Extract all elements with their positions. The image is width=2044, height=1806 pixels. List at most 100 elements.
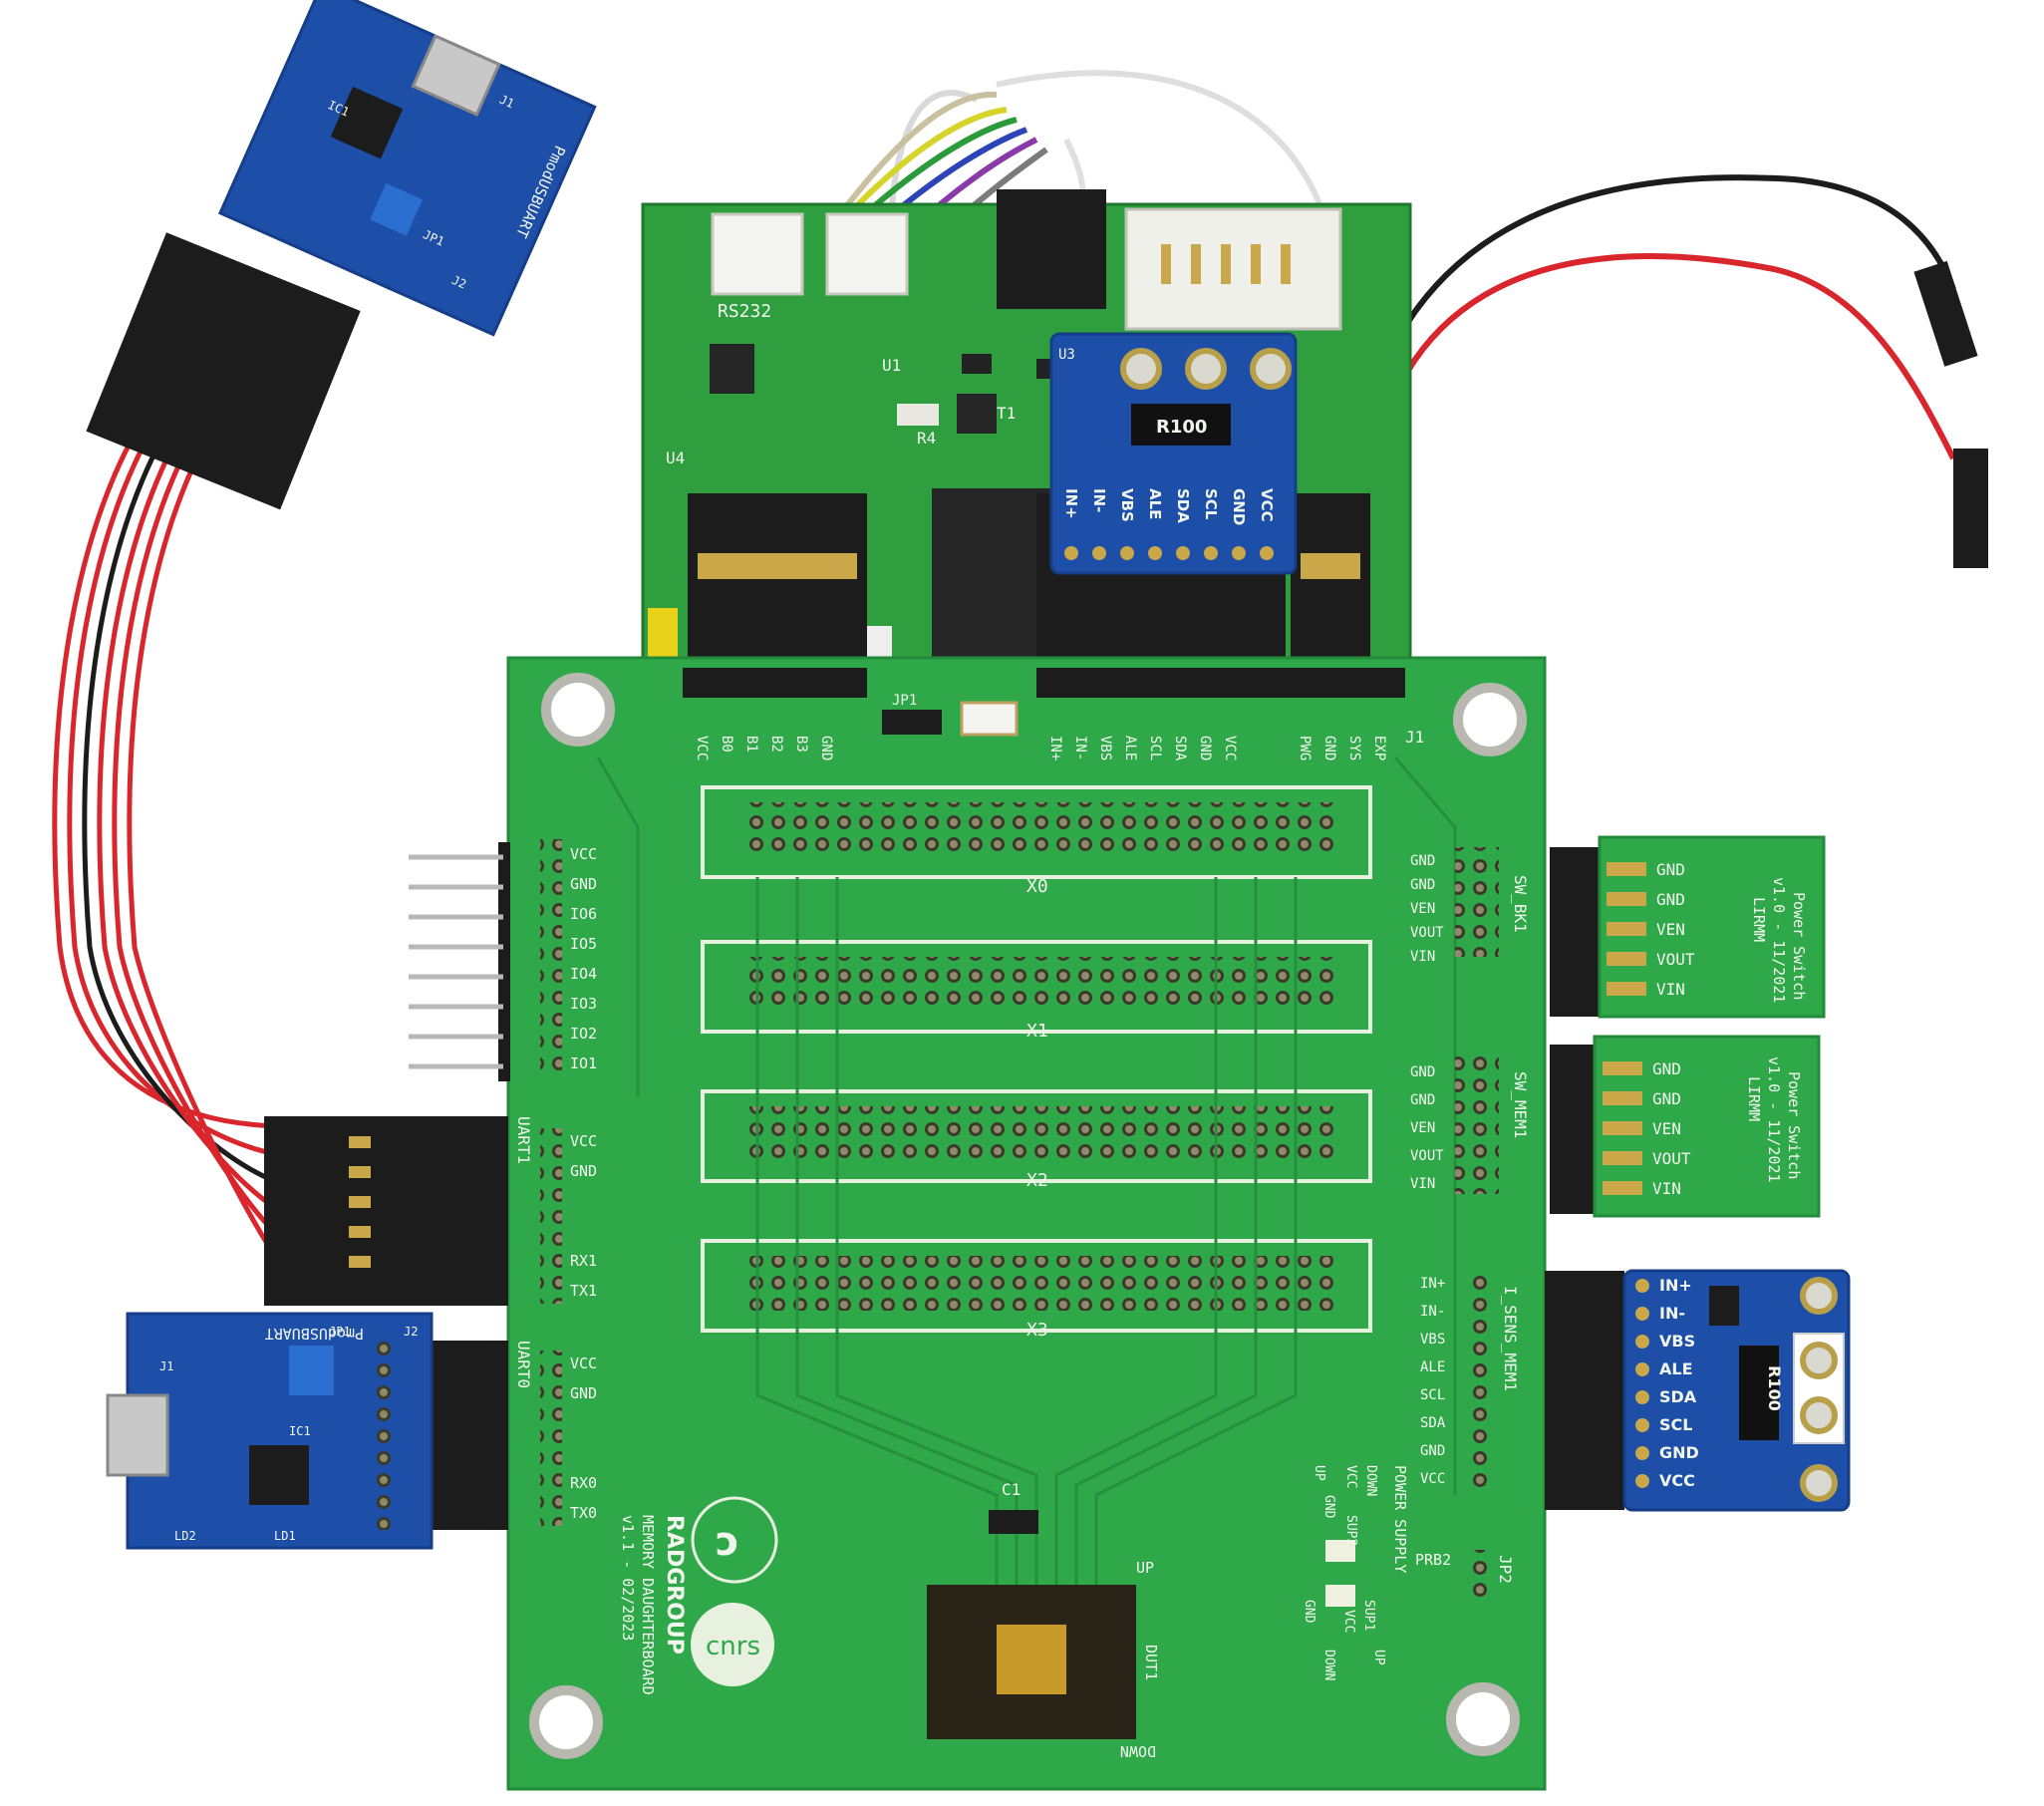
isens-pin-label: VBS [1420, 1332, 1445, 1348]
sw-bk1-pin-label: GND [1410, 853, 1435, 869]
sensor-pin-pad [1204, 546, 1218, 560]
pmod-top-j1: J1 [497, 93, 516, 112]
uart1-header [540, 1128, 562, 1304]
pmod-bottom-label: PmodUSBUART [265, 1325, 364, 1343]
top-sensor-pin-label: GND [1230, 488, 1248, 525]
isens-pin-label: IN+ [1420, 1276, 1445, 1292]
switch-pin-pad [1606, 922, 1646, 936]
sw-mem1-pin-label: VIN [1410, 1176, 1435, 1192]
io-pin-label: IO4 [570, 965, 597, 983]
ps2-title: Power Switch [1785, 1071, 1803, 1179]
red-wire-dupont-end [1953, 449, 1988, 568]
sensor-pin-pad [1635, 1335, 1649, 1349]
right-angle-pin-header [409, 842, 510, 1081]
io-pin-label: IO2 [570, 1025, 597, 1043]
x2-label: X2 [1026, 1170, 1048, 1191]
x3-label: X3 [1026, 1320, 1048, 1341]
sw-mem1-pin-label: VOUT [1410, 1148, 1444, 1164]
top-sensor-pin-label: ALE [1146, 488, 1164, 519]
sw-mem1-pin-label: GND [1410, 1092, 1435, 1108]
io-pin-label: IO5 [570, 935, 597, 953]
sensor-pin-pad [1148, 546, 1162, 560]
switch-pin-pad [1606, 982, 1646, 996]
sw-mem1-pin-label: GND [1410, 1064, 1435, 1080]
socket-x2: X2 [701, 1089, 1372, 1191]
switch-pin-pad [1603, 1181, 1642, 1195]
switch-pin-label: VEN [1652, 1119, 1681, 1138]
sensor-pin-pad [1635, 1446, 1649, 1460]
top-pin-label: B2 [768, 736, 784, 752]
right-sensor-resistor-label: R100 [1765, 1365, 1784, 1411]
rs232-label: RS232 [718, 301, 771, 322]
dut-up-label: UP [1136, 1559, 1154, 1577]
usb-micro-port-top [411, 34, 501, 117]
ps-pin-label: GND [1302, 1600, 1316, 1624]
white-connector-2 [825, 212, 909, 296]
sw-bk1-pin-label: VEN [1410, 901, 1435, 917]
right-sensor-pin-label: ALE [1659, 1359, 1693, 1378]
isens-pin-label: IN- [1420, 1304, 1445, 1320]
isens-pin-label: SCL [1420, 1387, 1445, 1403]
right-sensor-header [1545, 1271, 1624, 1510]
isens-pin-label: VCC [1420, 1471, 1445, 1487]
uart1-pin-label: TX1 [570, 1282, 597, 1300]
pmod-top-cable-header [86, 232, 361, 510]
pcb-traces [596, 756, 1457, 1585]
uart0-header [540, 1351, 562, 1526]
io-pin-label: IO6 [570, 905, 597, 923]
pmod-bottom-j2: J2 [404, 1325, 418, 1339]
r4-label: R4 [917, 429, 936, 448]
x0-label: X0 [1026, 876, 1048, 897]
sensor-pin-pad [1635, 1362, 1649, 1376]
uart1-cable-connector [264, 1116, 508, 1306]
top-pin-label: VBS [1097, 736, 1113, 760]
top-sensor-pin-label: IN- [1090, 488, 1108, 512]
switch-pin-pad [1603, 1091, 1642, 1105]
switch-pin-label: VIN [1652, 1179, 1681, 1198]
prb2-label: PRB2 [1415, 1551, 1451, 1569]
jp1-label: JP1 [892, 693, 917, 709]
sensor-pin-pad [1635, 1279, 1649, 1293]
red-black-power-wires [1352, 174, 1956, 479]
switch-pin-label: VOUT [1656, 950, 1695, 969]
isens-pin-label: SDA [1420, 1415, 1446, 1431]
mount-hole-tl [541, 673, 615, 747]
white-2pin-connector [960, 701, 1019, 737]
pmod-bottom-ic1: IC1 [289, 1424, 311, 1438]
i-sens-header [1469, 1271, 1491, 1490]
dut1-label: DUT1 [1142, 1645, 1160, 1680]
idc-header-connector [1124, 207, 1342, 331]
ps1-org: LIRMM [1750, 897, 1768, 942]
small-ic-t1 [957, 394, 997, 434]
top-pin-label: ALE [1122, 736, 1138, 760]
sensor-pin-pad [1092, 546, 1106, 560]
ps-pin-label: UP [1371, 1650, 1386, 1665]
svg-text:ↄ: ↄ [716, 1519, 739, 1565]
isens-pin-label: ALE [1420, 1359, 1445, 1375]
ps-pin-label: DOWN [1321, 1650, 1336, 1680]
top-pin-label: GND [1321, 736, 1337, 760]
uart0-label: UART0 [514, 1341, 533, 1388]
pmod-usbuart-bottom: PmodUSBUART J1 J2 JP1 IC1 LD1 LD2 [106, 1312, 434, 1550]
sw-bk1-header [1455, 847, 1499, 957]
uart0-pin-label: GND [570, 1384, 597, 1402]
right-sensor-pin-label: VCC [1659, 1471, 1695, 1490]
top-pin-label: B0 [719, 736, 734, 752]
j1-label: J1 [1405, 728, 1424, 747]
ps-pin-label: DOWN [1363, 1465, 1378, 1496]
sw-mem1-label: SW_MEM1 [1511, 1071, 1530, 1138]
ps1-title: Power Switch [1790, 892, 1808, 1000]
sw-bk1-pin-label: VIN [1410, 949, 1435, 965]
pmod-bottom-ld1: LD1 [274, 1529, 296, 1543]
io-pin-label: GND [570, 875, 597, 893]
right-sensor-pin-label: SDA [1659, 1387, 1697, 1406]
switch-pin-pad [1603, 1151, 1642, 1165]
switch-pin-label: VOUT [1652, 1149, 1691, 1168]
ps-pin-label: SUP2 [1343, 1515, 1358, 1546]
top-pin-label: B1 [743, 736, 759, 752]
i-sens-label: I_SENS_MEM1 [1501, 1286, 1520, 1391]
jp1-jumper [882, 710, 942, 735]
